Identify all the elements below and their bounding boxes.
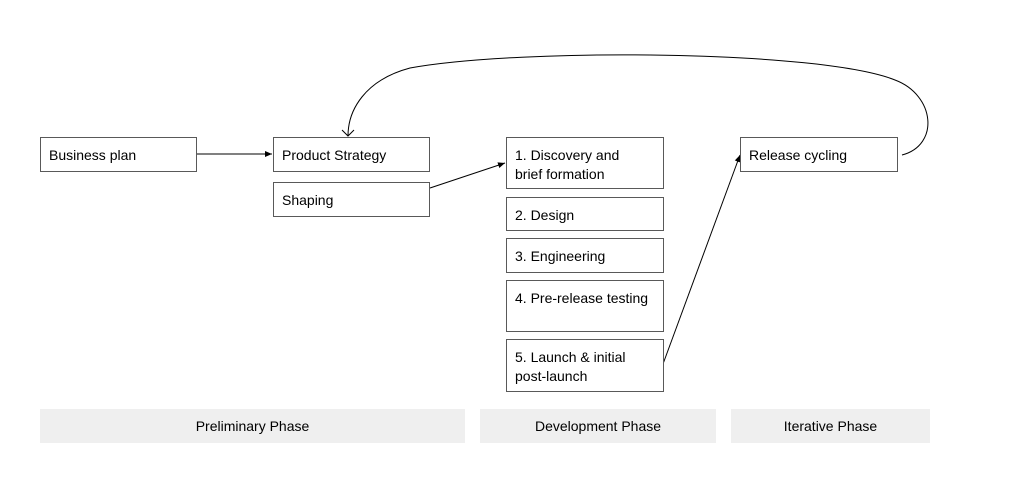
arrow-launch-to-release: [662, 154, 741, 365]
engineering-box: 3. Engineering: [506, 238, 664, 273]
loop-back-arrow: [341, 54, 929, 156]
iterative-phase-label: Iterative Phase: [731, 409, 930, 443]
preliminary-phase-label: Preliminary Phase: [40, 409, 465, 443]
release-cycling-box: Release cycling: [740, 137, 898, 172]
arrow-shaping-to-discovery: [429, 162, 506, 189]
business-plan-box: Business plan: [40, 137, 197, 172]
product-strategy-box: Product Strategy: [273, 137, 430, 172]
testing-box: 4. Pre-release testing: [506, 280, 664, 332]
design-box: 2. Design: [506, 197, 664, 231]
launch-box: 5. Launch & initial post-launch: [506, 339, 664, 392]
development-phase-label: Development Phase: [480, 409, 716, 443]
shaping-box: Shaping: [273, 182, 430, 217]
discovery-box: 1. Discovery and brief formation: [506, 137, 664, 189]
